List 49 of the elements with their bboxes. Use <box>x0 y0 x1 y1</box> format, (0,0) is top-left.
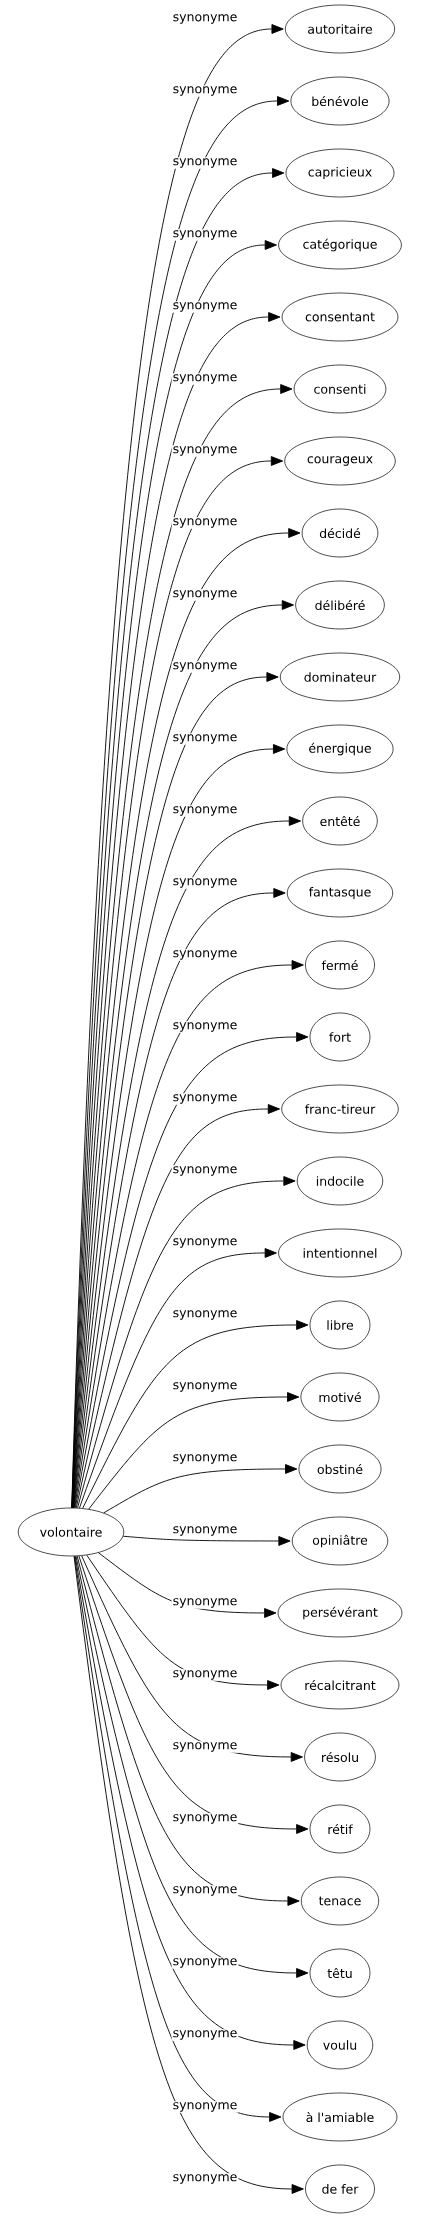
edge-label: synonyme <box>171 301 239 313</box>
arrow <box>88 1392 300 1510</box>
edge-label: synonyme <box>171 589 239 601</box>
edge-label: synonyme <box>171 1381 239 1393</box>
edge-label: synonyme <box>171 1453 239 1465</box>
edge-label: synonyme <box>171 1957 239 1969</box>
arrow <box>73 1555 304 2194</box>
arrow <box>79 1248 277 1509</box>
edge-label: synonyme <box>171 2029 239 2041</box>
edge-label: synonyme <box>171 517 239 529</box>
edge-label: synonyme <box>171 1093 239 1105</box>
edge-label: synonyme <box>171 1669 239 1681</box>
edge-label: synonyme <box>171 13 239 25</box>
arrow <box>81 1555 303 1762</box>
edge-label: synonyme <box>171 1597 239 1609</box>
edge-label: synonyme <box>171 1309 239 1321</box>
arrow <box>73 816 301 1509</box>
edge-label: synonyme <box>171 949 239 961</box>
arrow <box>73 888 286 1509</box>
edge-label: synonyme <box>171 877 239 889</box>
edge-label: synonyme <box>171 229 239 241</box>
edge-label: synonyme <box>171 2173 239 2185</box>
edge-label: synonyme <box>171 1021 239 1033</box>
arrow <box>98 1552 277 1618</box>
arrow <box>75 1555 309 1978</box>
edge-label: synonyme <box>171 661 239 673</box>
arrow <box>78 1555 309 1834</box>
edge-label: synonyme <box>171 1885 239 1897</box>
edge-label: synonyme <box>171 157 239 169</box>
arrow <box>75 1104 280 1509</box>
arrow <box>103 1464 298 1514</box>
edge-label: synonyme <box>171 733 239 745</box>
edge-label: synonyme <box>171 1237 239 1249</box>
edge-label: synonyme <box>171 805 239 817</box>
arrow <box>77 1176 296 1509</box>
edge-label: synonyme <box>171 1741 239 1753</box>
edge-label: synonyme <box>171 1813 239 1825</box>
arrow <box>76 1555 300 1906</box>
edge-label: synonyme <box>171 445 239 457</box>
arrow <box>122 1535 291 1546</box>
arrow <box>86 1554 280 1690</box>
edge-label: synonyme <box>171 2101 239 2113</box>
arrow <box>74 1555 282 2122</box>
edge-label: synonyme <box>171 1525 239 1537</box>
arrow <box>82 1320 309 1509</box>
arrow <box>74 1555 306 2050</box>
edge-label: synonyme <box>171 85 239 97</box>
edge-label: synonyme <box>171 373 239 385</box>
edge-label: synonyme <box>171 1165 239 1177</box>
